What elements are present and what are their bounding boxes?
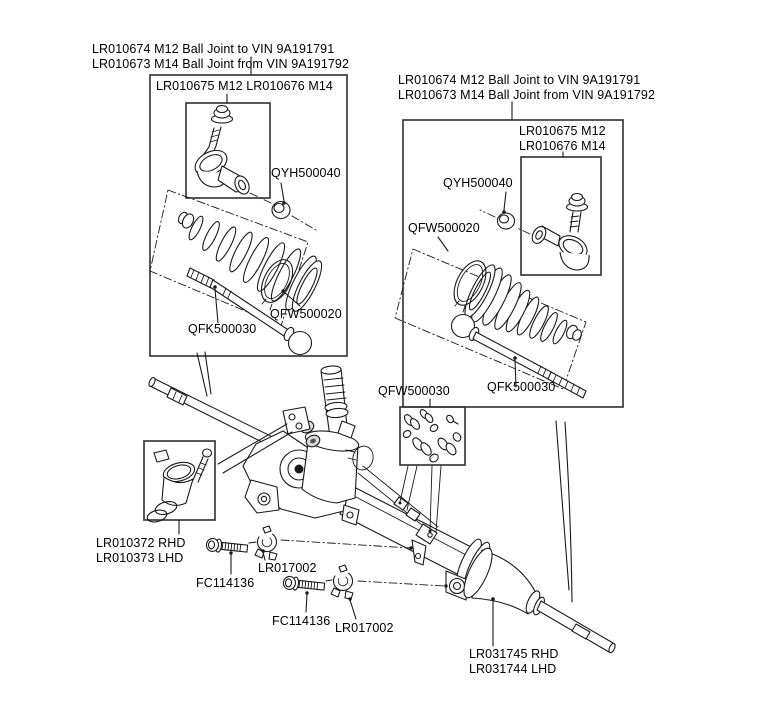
steering-rack-assembly-drawing bbox=[148, 365, 616, 654]
right-ball-joint-kit-drawing bbox=[394, 101, 624, 603]
left-ball-joint-kit-drawing bbox=[149, 56, 348, 397]
sensor-rhd-label: LR010372 RHD bbox=[96, 536, 186, 550]
mounting-bolt-2-drawing bbox=[282, 575, 326, 591]
left-kit-boot-clamp-label: QFW500020 bbox=[270, 307, 342, 321]
bolt-2-label: FC114136 bbox=[272, 614, 331, 628]
pipe-clamp-1-drawing bbox=[254, 525, 278, 561]
right-kit-boot-clamp-label: QFW500020 bbox=[408, 221, 480, 235]
pipe-fitting-kit-drawing bbox=[398, 398, 466, 533]
right-kit-inner-tie-rod-label: QFK500030 bbox=[487, 380, 556, 394]
left-kit-vin-note-line1: LR010674 M12 Ball Joint to VIN 9A191791 bbox=[92, 42, 335, 56]
right-kit-vin-note-line1: LR010674 M12 Ball Joint to VIN 9A191791 bbox=[398, 73, 641, 87]
right-kit-vin-note-line2: LR010673 M14 Ball Joint from VIN 9A19179… bbox=[398, 88, 656, 102]
fitting-parts bbox=[402, 409, 462, 463]
right-kit-ball-joint-label-line2: LR010676 M14 bbox=[519, 139, 606, 153]
clamp-1-label: LR017002 bbox=[258, 561, 317, 575]
left-kit-ball-joint-label: LR010675 M12 LR010676 M14 bbox=[156, 79, 333, 93]
leader-lines bbox=[229, 539, 495, 647]
right-kit-ball-joint-label-line1: LR010675 M12 bbox=[519, 124, 606, 138]
clamp-2-label: LR017002 bbox=[335, 621, 394, 635]
right-kit-lock-nut-label: QYH500040 bbox=[443, 176, 513, 190]
rack-rhd-label: LR031745 RHD bbox=[469, 647, 559, 661]
left-kit-vin-note-line2: LR010673 M14 Ball Joint from VIN 9A19179… bbox=[92, 57, 350, 71]
sensor-lhd-label: LR010373 LHD bbox=[96, 551, 184, 565]
pipe-clamp-2-drawing bbox=[330, 564, 354, 600]
sensor-kit-drawing bbox=[143, 423, 293, 535]
bolt-1-label: FC114136 bbox=[196, 576, 255, 590]
left-kit-inner-tie-rod-label: QFK500030 bbox=[188, 322, 257, 336]
rack-lhd-label: LR031744 LHD bbox=[469, 662, 557, 676]
pipe-fitting-kit-label: QFW500030 bbox=[378, 384, 450, 398]
mounting-bolt-1-drawing bbox=[205, 537, 249, 553]
left-kit-lock-nut-label: QYH500040 bbox=[271, 166, 341, 180]
